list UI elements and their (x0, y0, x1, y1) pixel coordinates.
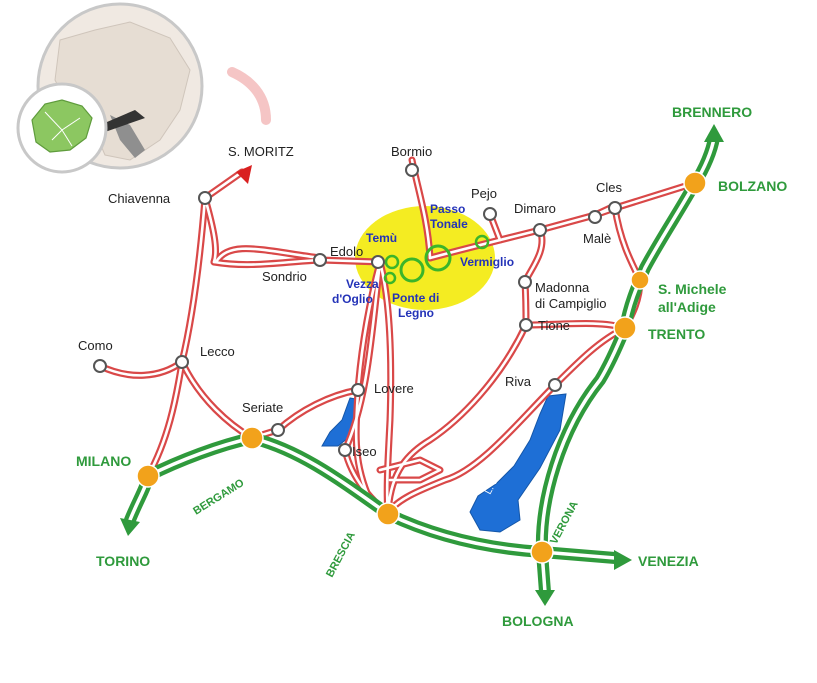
label-venezia: VENEZIA (638, 553, 699, 569)
locator-pointer (100, 110, 145, 132)
label-tione: Tione (538, 318, 570, 333)
city-marker-bolzano (683, 171, 707, 195)
label-madonna-2: di Campiglio (535, 296, 607, 311)
town-marker-riva (548, 378, 562, 392)
town-markers (93, 163, 622, 457)
label-ponte-1: Ponte di (392, 291, 439, 305)
town-marker-edolo (371, 255, 385, 269)
town-marker-lecco (175, 355, 189, 369)
label-passo-1: Passo (430, 202, 465, 216)
label-s-moritz: S. MORITZ (228, 144, 294, 159)
locator-inset (16, 2, 204, 174)
label-riva: Riva (505, 374, 532, 389)
label-vezza-2: d'Oglio (332, 292, 373, 306)
label-vezza-1: Vezza (346, 277, 379, 291)
city-marker-brescia (376, 502, 400, 526)
label-passo-2: Tonale (430, 217, 468, 231)
label-vermiglio: Vermiglio (460, 255, 514, 269)
label-temu: Temù (366, 231, 397, 245)
vezza-ring (383, 271, 397, 285)
region-shape (31, 99, 93, 153)
label-milano: MILANO (76, 453, 131, 469)
town-marker-sondrio (313, 253, 327, 267)
torino-arrow-icon (120, 518, 140, 536)
label-madonna-1: Madonna (535, 280, 590, 295)
temu-ring (384, 254, 400, 270)
decorative-arrow-icon (227, 67, 271, 125)
city-marker-milano (136, 464, 160, 488)
town-marker-seriate (271, 423, 285, 437)
red-arrow-icon (236, 165, 252, 184)
label-pejo: Pejo (471, 186, 497, 201)
label-lovere: Lovere (374, 381, 414, 396)
label-cles: Cles (596, 180, 623, 195)
city-marker-verona (530, 540, 554, 564)
town-marker-chiavenna (198, 191, 212, 205)
vermiglio-ring (474, 234, 490, 250)
label-male: Malè (583, 231, 611, 246)
resort-labels: Passo Tonale Temù Vermiglio Vezza d'Ogli… (332, 202, 514, 320)
town-marker-como (93, 359, 107, 373)
city-marker-s-michele (630, 270, 650, 290)
label-iseo: Iseo (352, 444, 377, 459)
label-dimaro: Dimaro (514, 201, 556, 216)
label-bolzano: BOLZANO (718, 178, 787, 194)
city-labels: BRENNERO BOLZANO S. Michele all'Adige TR… (76, 104, 787, 629)
city-marker-trento (613, 316, 637, 340)
town-marker-iseo (338, 443, 352, 457)
label-verona: VERONA (548, 499, 581, 546)
town-marker-male (588, 210, 602, 224)
label-sondrio: Sondrio (262, 269, 307, 284)
label-s-michele-2: all'Adige (658, 299, 716, 315)
town-marker-madonna (518, 275, 532, 289)
town-marker-tione (519, 318, 533, 332)
label-lecco: Lecco (200, 344, 235, 359)
label-bergamo: BERGAMO (191, 477, 246, 518)
label-seriate: Seriate (242, 400, 283, 415)
label-como: Como (78, 338, 113, 353)
brennero-arrow-icon (704, 124, 724, 142)
town-marker-lovere (351, 383, 365, 397)
label-bologna: BOLOGNA (502, 613, 574, 629)
bologna-arrow-icon (535, 590, 555, 606)
town-marker-pejo (483, 207, 497, 221)
label-s-michele-1: S. Michele (658, 281, 727, 297)
label-trento: TRENTO (648, 326, 705, 342)
label-bormio: Bormio (391, 144, 432, 159)
label-brescia: BRESCIA (324, 530, 358, 579)
town-marker-cles (608, 201, 622, 215)
ponte-di-legno-ring (399, 257, 425, 283)
town-marker-dimaro (533, 223, 547, 237)
label-brennero: BRENNERO (672, 104, 752, 120)
label-edolo: Edolo (330, 244, 363, 259)
town-marker-bormio (405, 163, 419, 177)
label-chiavenna: Chiavenna (108, 191, 171, 206)
passo-tonale-ring (424, 244, 452, 272)
region-borders (44, 111, 81, 147)
resort-markers (383, 234, 490, 285)
venezia-arrow-icon (614, 550, 632, 570)
city-marker-bergamo (240, 426, 264, 450)
label-torino: TORINO (96, 553, 150, 569)
city-markers (136, 171, 707, 564)
town-labels: S. MORITZ Chiavenna Bormio Pejo Dimaro C… (78, 144, 623, 459)
lake-garda (469, 393, 567, 533)
label-ponte-2: Legno (398, 306, 434, 320)
